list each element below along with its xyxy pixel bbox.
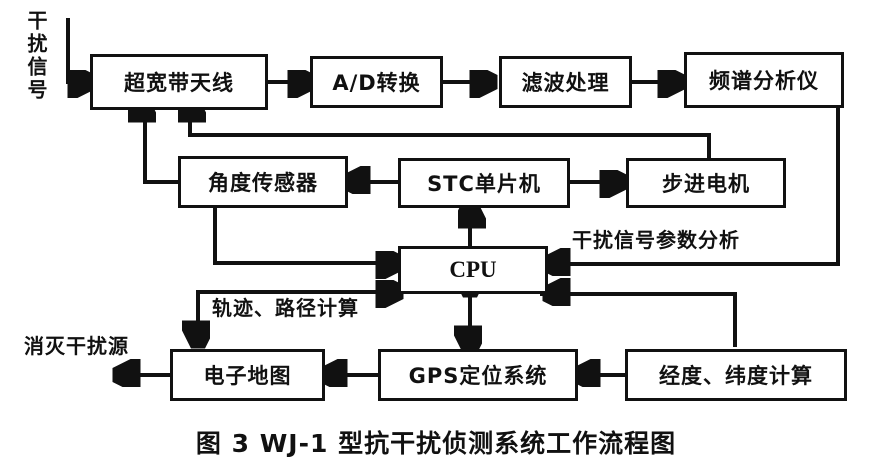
wire-spectrum-to-cpu: [548, 108, 840, 264]
node-spectrum-analyzer[interactable]: 频谱分析仪: [684, 52, 844, 108]
label-eliminate-source: 消灭干扰源: [24, 334, 129, 358]
node-antenna[interactable]: 超宽带天线: [90, 54, 268, 110]
label-signal-param-analysis: 干扰信号参数分析: [572, 228, 740, 252]
wire-anglesensor-to-cpu: [213, 202, 398, 263]
label-trajectory-path-calc: 轨迹、路径计算: [212, 296, 359, 320]
node-lonlat-calc[interactable]: 经度、纬度计算: [625, 349, 847, 401]
wire-lonlat-to-cpu: [548, 294, 737, 347]
node-cpu[interactable]: CPU: [398, 246, 548, 294]
node-ad-convert[interactable]: A/D转换: [310, 56, 443, 108]
wire-anglesensor-to-antenna: [140, 100, 178, 184]
figure-caption: 图 3 WJ-1 型抗干扰侦测系统工作流程图: [195, 429, 677, 458]
node-emap[interactable]: 电子地图: [170, 349, 325, 401]
wire-stepper-to-antenna: [190, 100, 711, 160]
node-angle-sensor[interactable]: 角度传感器: [178, 156, 348, 208]
node-mcu[interactable]: STC单片机: [398, 158, 570, 208]
node-gps[interactable]: GPS定位系统: [378, 349, 578, 401]
label-input-signal: 干扰信号: [24, 10, 48, 102]
node-filter[interactable]: 滤波处理: [499, 56, 632, 108]
wire-input-to-antenna: [66, 18, 90, 82]
node-stepper-motor[interactable]: 步进电机: [626, 158, 786, 208]
